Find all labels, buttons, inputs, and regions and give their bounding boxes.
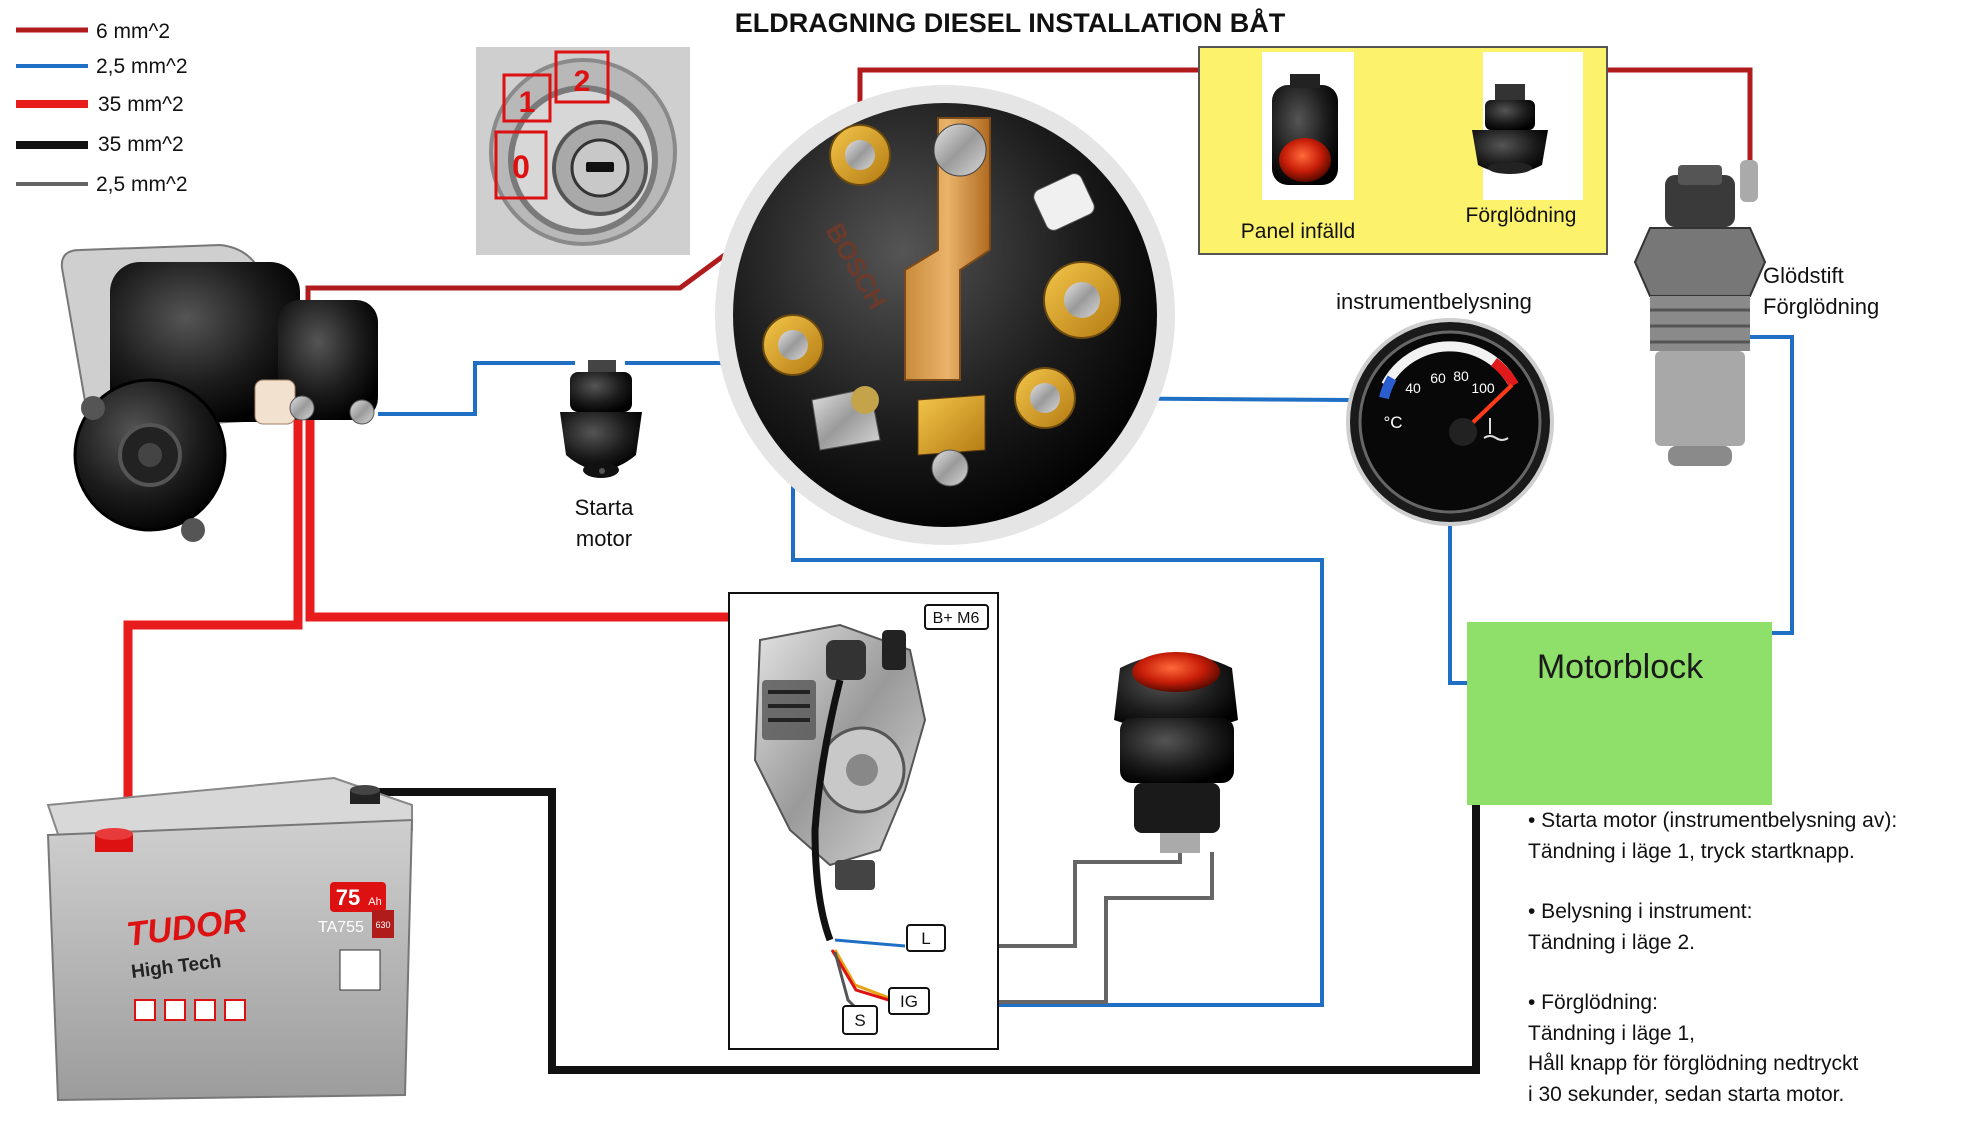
key-position-2-marker [554,50,610,104]
key-position-0-marker [494,130,548,200]
wire-battery-ground [362,788,1480,1074]
terminal-ig-label: IG [900,992,918,1011]
legend-label-25-blue: 2,5 mm^2 [96,55,188,78]
note-start-body: Tändning i läge 1, tryck startknapp. [1528,839,1855,863]
note-lighting-title: • Belysning i instrument: [1528,900,1753,923]
legend-label-6mm: 6 mm^2 [96,20,170,43]
alternator [753,623,927,1010]
gauge-tick-40: 40 [1405,380,1421,396]
terminal-s-label: S [854,1011,865,1030]
wire-ignition-to-alternator-ig [791,345,1324,1007]
start-button-label-line2: motor [576,526,632,551]
wire-alternator-l-to-lamp [945,852,1182,948]
temperature-gauge: 40 60 80 100 °C [1346,318,1554,526]
terminal-l-tag [906,924,946,952]
start-button-label-line1: Starta [575,495,634,520]
glow-plug-label-line2: Förglödning [1763,294,1879,319]
key-position-0-label: 0 [512,149,530,185]
charge-warning-lamp [1114,652,1238,853]
legend-label-35-red: 35 mm^2 [98,93,184,116]
gauge-label: instrumentbelysning [1336,289,1532,314]
key-switch-photo: 1 2 0 [476,47,690,255]
terminal-bplus-label: B+ M6 [933,610,980,627]
battery-capacity: 75 [336,885,360,910]
glow-button-label: Förglödning [1466,204,1577,227]
note-lighting-body: Tändning i läge 2. [1528,930,1695,954]
panel-lamp [1272,74,1338,185]
glow-button [1472,84,1548,174]
panel-lamp-label: Panel infälld [1241,220,1355,243]
gauge-tick-60: 60 [1430,370,1446,386]
battery-cca: 630 [375,920,390,930]
legend-label-25-grey: 2,5 mm^2 [96,173,188,196]
note-start-title: • Starta motor (instrumentbelysning av): [1528,809,1898,832]
battery-capacity-unit: Ah [368,896,381,908]
legend-label-35-black: 35 mm^2 [98,133,184,156]
motorblock-label: Motorblock [1537,648,1704,686]
wire-legend: 6 mm^2 2,5 mm^2 35 mm^2 35 mm^2 2,5 mm^2 [16,20,188,196]
motorblock [1467,622,1772,805]
gauge-tick-80: 80 [1453,368,1469,384]
note-preglow-line3: i 30 sekunder, sedan starta motor. [1528,1082,1845,1106]
instructions: • Starta motor (instrumentbelysning av):… [1528,806,1948,1110]
wire-starter-to-start-button [378,361,575,416]
key-position-1-marker [502,73,552,123]
key-position-2-label: 2 [574,65,591,98]
note-preglow-title: • Förglödning: [1528,991,1658,1014]
ignition-switch: BOSCH [715,85,1175,545]
wire-battery-to-starter [123,415,303,835]
terminal-ig-tag [888,987,930,1015]
terminal-bplus-tag [924,604,989,630]
gauge-unit: °C [1383,413,1402,432]
panel-box: Panel infälld Förglödning [1198,46,1608,255]
start-button [560,360,642,478]
note-preglow-line2: Håll knapp för förglödning nedtryckt [1528,1052,1859,1075]
key-position-1-label: 1 [519,86,536,119]
wire-alternator-ig-to-lamp [945,852,1214,1004]
terminal-l-label: L [921,929,930,948]
gauge-tick-100: 100 [1471,380,1495,396]
battery-code: TA755 [318,919,364,936]
glow-plug [1633,160,1767,466]
terminal-s-tag [842,1005,878,1035]
note-preglow-line1: Tändning i läge 1, [1528,1021,1695,1045]
wire-gauge-to-motorblock [1448,524,1468,685]
battery: TUDOR High Tech 75 Ah 630 TA755 [46,776,414,1102]
glow-plug-label-line1: Glödstift [1763,263,1844,288]
diagram-title: ELDRAGNING DIESEL INSTALLATION BÅT [735,7,1286,38]
starter-motor [60,243,378,542]
